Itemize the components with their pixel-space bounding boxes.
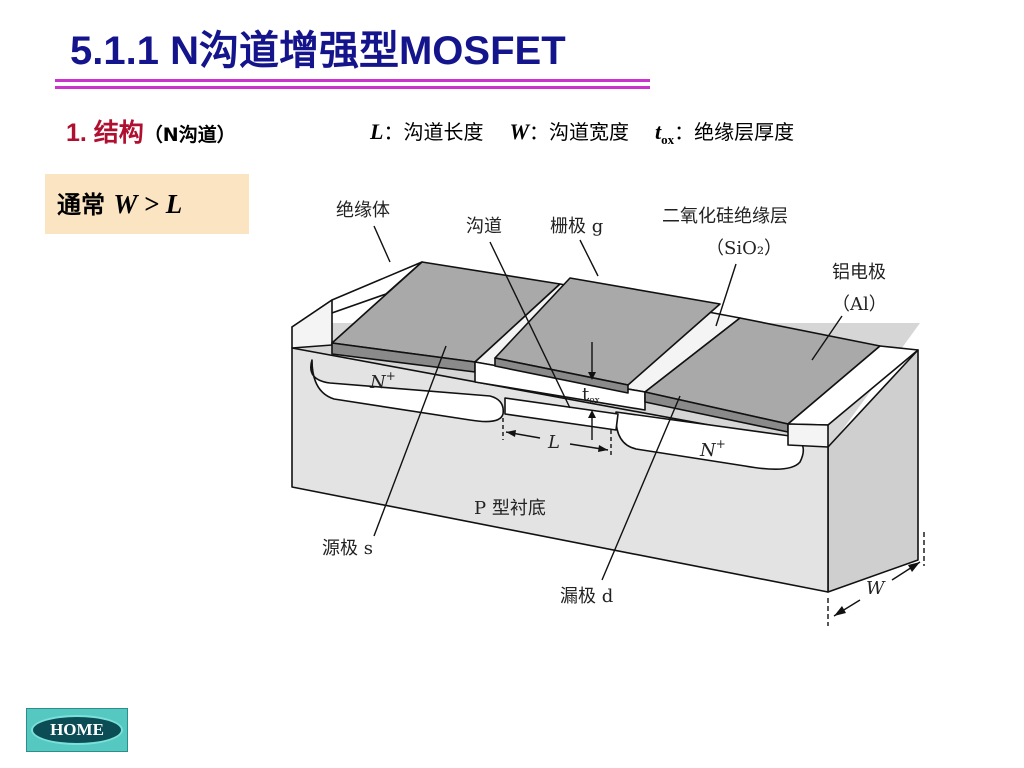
leader-al [811, 315, 843, 361]
label-length: L [547, 432, 560, 453]
leader-gate [579, 239, 599, 277]
tox-arrowhead-down [588, 372, 596, 380]
title-underline-top [55, 79, 650, 82]
section-heading: 1. 结构（N沟道） [66, 113, 236, 149]
length-arrowhead-left [506, 430, 516, 437]
slide-title: 5.1.1 N沟道增强型MOSFET [70, 29, 566, 73]
label-al-formula: （Al） [832, 294, 887, 315]
definition-length: L：沟道长度 [370, 119, 484, 144]
insulator-left-front [291, 299, 333, 349]
width-arrowhead-near [834, 606, 846, 616]
label-al-title: 铝电极 [832, 262, 886, 283]
label-source: 源极 s [322, 538, 373, 559]
label-sio2-title: 二氧化硅绝缘层 [662, 206, 788, 227]
label-gate: 栅极 g [550, 216, 603, 237]
n-plus-source-region [310, 359, 505, 423]
channel-strip [504, 397, 619, 431]
leader-drain [601, 395, 681, 581]
definitions-line: L：沟道长度 W：沟道宽度 tox：绝缘层厚度 [370, 116, 794, 148]
width-arrowhead-far [908, 562, 920, 572]
home-button[interactable]: HOME [26, 708, 128, 752]
label-n-plus-right: N+ [699, 437, 726, 461]
definition-tox: tox：绝缘层厚度 [655, 119, 795, 147]
note-box: 通常 W > L [45, 174, 249, 234]
label-width: W [866, 578, 886, 599]
length-arrowhead-right [598, 445, 608, 452]
label-sio2-formula: （SiO₂） [706, 238, 782, 259]
tox-arrowhead-up [588, 410, 596, 418]
leader-sio2 [715, 263, 737, 327]
label-drain: 漏极 d [560, 586, 613, 607]
heading-number: 1. 结构 [66, 119, 144, 147]
label-substrate: P 型衬底 [474, 498, 546, 519]
leader-channel [489, 241, 571, 409]
gate-electrode-front [494, 357, 629, 394]
label-insulator: 绝缘体 [336, 200, 390, 221]
title-underline-bottom [55, 86, 650, 89]
note-text: 通常 [57, 190, 105, 219]
home-button-label: HOME [31, 715, 123, 745]
label-tox: tox [582, 384, 600, 406]
label-channel: 沟道 [466, 216, 502, 237]
leader-insulator [373, 225, 391, 263]
insulator-right-front [787, 423, 829, 448]
definition-width: W：沟道宽度 [509, 119, 630, 144]
heading-paren: （N沟道） [143, 124, 236, 146]
note-expression: W > L [113, 189, 183, 219]
leader-source [373, 345, 447, 537]
label-n-plus-left: N+ [369, 369, 396, 393]
